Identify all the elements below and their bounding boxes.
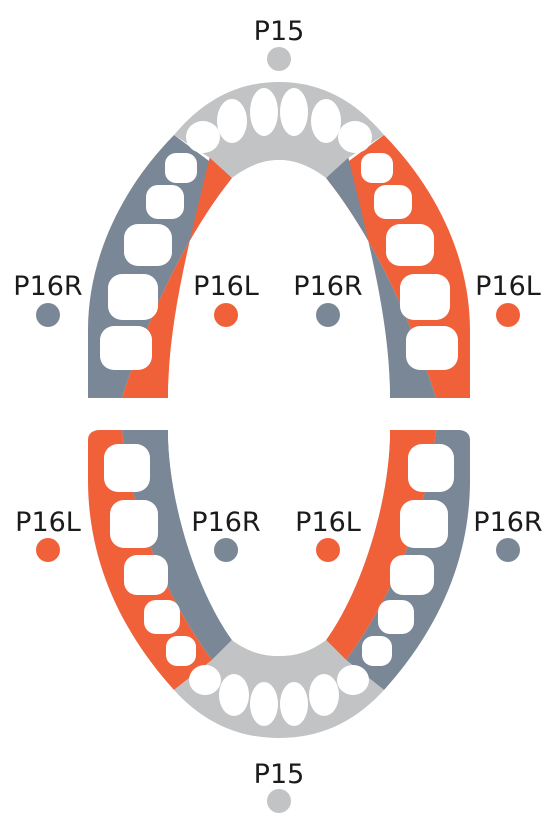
lower-arch xyxy=(88,430,470,738)
dot-top-center xyxy=(267,47,291,71)
tooth xyxy=(390,555,434,595)
dot-upper-outer-right xyxy=(496,303,520,327)
tooth xyxy=(104,444,150,492)
tooth xyxy=(400,274,450,320)
tooth xyxy=(146,185,184,219)
dot-lower-outer-left xyxy=(36,538,60,562)
tooth xyxy=(378,600,414,634)
label-top-center: P15 xyxy=(254,16,305,47)
tooth xyxy=(165,153,197,183)
tooth xyxy=(219,674,249,716)
dot-upper-inner-left xyxy=(214,303,238,327)
tooth xyxy=(166,636,196,666)
dot-lower-inner-right xyxy=(316,538,340,562)
tooth xyxy=(362,636,392,666)
dot-lower-inner-left xyxy=(214,538,238,562)
tooth xyxy=(100,326,152,370)
tooth xyxy=(189,665,221,695)
label-upper-inner-left: P16L xyxy=(193,271,259,302)
tooth xyxy=(280,88,308,136)
tooth xyxy=(374,185,412,219)
label-lower-outer-right: P16R xyxy=(473,507,542,538)
tooth xyxy=(337,665,369,695)
tooth xyxy=(361,153,393,183)
tooth xyxy=(400,500,448,548)
tooth xyxy=(108,274,158,320)
upper-arch xyxy=(88,82,470,398)
dot-lower-outer-right xyxy=(496,538,520,562)
tooth xyxy=(110,500,158,548)
dot-upper-inner-right xyxy=(316,303,340,327)
tooth xyxy=(217,99,247,143)
label-upper-outer-left: P16R xyxy=(13,271,82,302)
tooth xyxy=(408,444,454,492)
dot-upper-outer-left xyxy=(36,303,60,327)
tooth xyxy=(338,121,372,153)
label-lower-outer-left: P16L xyxy=(15,507,81,538)
dot-bottom-center xyxy=(267,789,291,813)
label-upper-inner-right: P16R xyxy=(293,271,362,302)
tooth xyxy=(144,600,180,634)
label-lower-inner-right: P16L xyxy=(295,507,361,538)
tooth xyxy=(124,555,168,595)
label-bottom-center: P15 xyxy=(254,759,305,790)
tooth xyxy=(250,682,278,726)
label-upper-outer-right: P16L xyxy=(475,271,541,302)
tooth xyxy=(386,224,434,266)
tooth xyxy=(124,224,172,266)
tooth xyxy=(311,99,341,143)
tooth xyxy=(309,674,339,716)
label-lower-inner-left: P16R xyxy=(191,507,260,538)
tooth xyxy=(186,121,220,153)
tooth xyxy=(406,326,458,370)
tooth xyxy=(280,682,308,726)
tooth xyxy=(250,88,278,136)
